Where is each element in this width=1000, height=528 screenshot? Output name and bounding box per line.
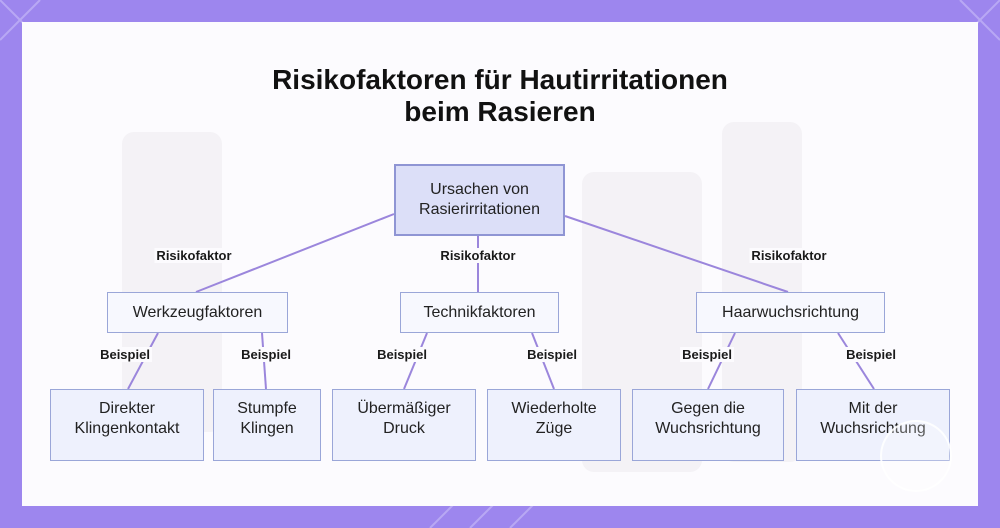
edge-label-example: Beispiel xyxy=(844,347,898,362)
example-node-klingenkontakt: Direkter Klingenkontakt xyxy=(50,389,204,461)
example-line-2: Züge xyxy=(535,420,573,437)
example-line-2: Wuchsrichtung xyxy=(655,420,761,437)
example-line-1: Direkter xyxy=(98,400,155,417)
example-line-1: Mit der xyxy=(848,400,898,417)
connector-root-haarwuchs xyxy=(564,215,789,293)
category-label: Haarwuchsrichtung xyxy=(722,303,859,321)
category-node-werkzeug: Werkzeugfaktoren xyxy=(107,292,288,333)
edge-label-example: Beispiel xyxy=(239,347,293,362)
connector-root-werkzeug xyxy=(195,213,395,293)
example-line-1: Wiederholte xyxy=(511,400,597,417)
example-line-2: Klingen xyxy=(240,420,294,437)
root-node: Ursachen von Rasierirritationen xyxy=(394,164,565,236)
category-label: Technikfaktoren xyxy=(423,303,536,321)
edge-label-example: Beispiel xyxy=(98,347,152,362)
edge-label-risk-werkzeug: Risikofaktor xyxy=(154,248,234,263)
example-line-1: Gegen die xyxy=(671,400,745,417)
example-node-stumpfe-klingen: Stumpfe Klingen xyxy=(213,389,321,461)
watermark-logo xyxy=(880,420,952,492)
example-line-1: Übermäßiger xyxy=(357,400,451,417)
title-line-2: beim Rasieren xyxy=(404,96,596,127)
example-line-2: Klingenkontakt xyxy=(74,420,180,437)
edge-label-example: Beispiel xyxy=(680,347,734,362)
example-line-1: Stumpfe xyxy=(237,400,297,417)
example-node-druck: Übermäßiger Druck xyxy=(332,389,476,461)
category-label: Werkzeugfaktoren xyxy=(132,303,263,321)
title-line-1: Risikofaktoren für Hautirritationen xyxy=(272,64,728,95)
diagram-title: Risikofaktoren für Hautirritationen beim… xyxy=(200,64,800,128)
example-node-gegen-wuchsrichtung: Gegen die Wuchsrichtung xyxy=(632,389,784,461)
example-line-2: Druck xyxy=(383,420,425,437)
edge-label-example: Beispiel xyxy=(525,347,579,362)
edge-label-risk-technik: Risikofaktor xyxy=(438,248,518,263)
example-node-zuege: Wiederholte Züge xyxy=(487,389,621,461)
edge-label-example: Beispiel xyxy=(375,347,429,362)
root-node-line-2: Rasierirritationen xyxy=(419,201,540,218)
category-node-haarwuchs: Haarwuchsrichtung xyxy=(696,292,885,333)
category-node-technik: Technikfaktoren xyxy=(400,292,559,333)
root-node-line-1: Ursachen von xyxy=(430,181,529,198)
background-blob xyxy=(122,132,222,432)
edge-label-risk-haarwuchs: Risikofaktor xyxy=(749,248,829,263)
